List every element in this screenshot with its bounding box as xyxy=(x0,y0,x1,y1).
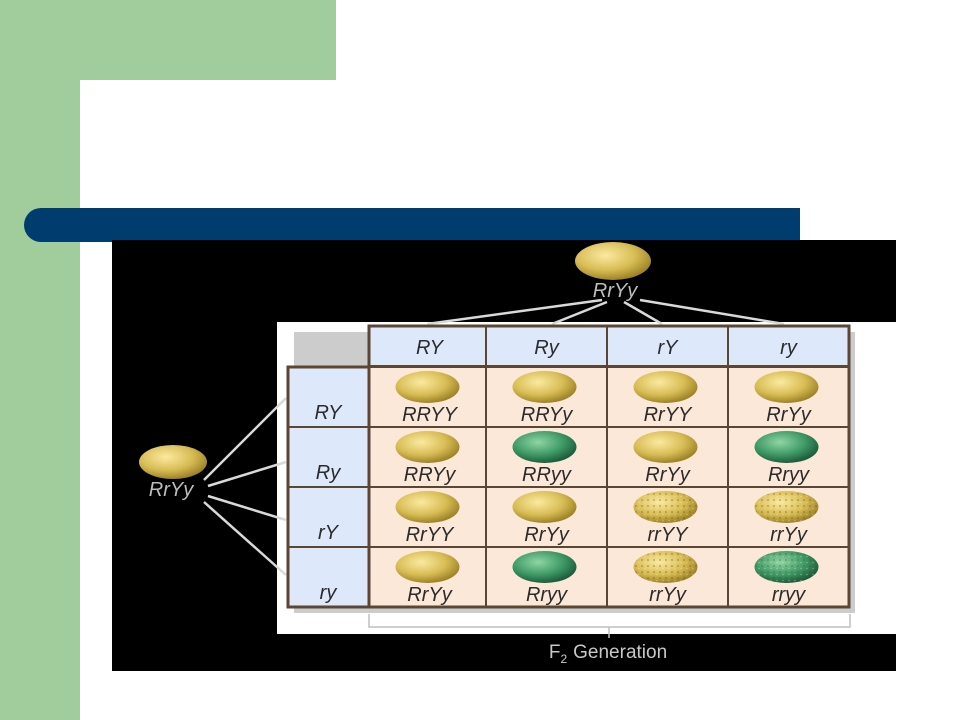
green-pea-icon xyxy=(754,431,819,463)
wrinkled-texture-icon xyxy=(754,491,819,523)
yellow-pea-icon xyxy=(395,491,460,523)
row-gamete-label: rY xyxy=(318,522,340,544)
green-pea-icon xyxy=(512,431,577,463)
wrinkled-texture-icon xyxy=(633,491,698,523)
yellow-pea-icon xyxy=(633,371,698,403)
offspring-genotype: rrYY xyxy=(648,524,690,546)
offspring-genotype: rryy xyxy=(772,584,806,606)
offspring-genotype: RRYy xyxy=(521,404,573,426)
offspring-genotype: RrYY xyxy=(406,524,455,546)
column-gamete-label: RY xyxy=(416,337,445,359)
top-green-block xyxy=(0,0,336,80)
row-gamete-label: ry xyxy=(320,582,338,604)
offspring-genotype: rrYy xyxy=(649,584,687,606)
offspring-genotype: RrYy xyxy=(407,584,452,606)
offspring-genotype: RRYY xyxy=(402,404,458,426)
green-pea-icon xyxy=(512,551,577,583)
offspring-genotype: RRYy xyxy=(404,464,456,486)
offspring-genotype: RrYy xyxy=(645,464,690,486)
row-gamete-label: RY xyxy=(314,402,343,424)
top-parent: RrYy xyxy=(575,242,651,302)
offspring-genotype: RrYy xyxy=(766,404,811,426)
side-parent-genotype: RrYy xyxy=(149,479,194,501)
generation-bracket xyxy=(368,614,851,638)
yellow-pea-icon xyxy=(754,371,819,403)
row-gamete-label: Ry xyxy=(316,462,341,484)
offspring-genotype: Rryy xyxy=(526,584,568,606)
title-bar xyxy=(24,208,800,242)
wrinkled-texture-icon xyxy=(754,551,819,583)
yellow-pea-icon xyxy=(395,431,460,463)
column-gamete-label: ry xyxy=(780,337,798,359)
side-parent: RrYy xyxy=(139,445,207,501)
connector-lines xyxy=(203,298,785,576)
yellow-pea-icon xyxy=(512,491,577,523)
caption-prefix: F xyxy=(549,642,561,663)
offspring-genotype: RrYY xyxy=(644,404,693,426)
left-green-band xyxy=(0,0,80,720)
yellow-pea-icon xyxy=(633,431,698,463)
top-parent-pea-icon xyxy=(575,242,651,280)
offspring-genotype: rrYy xyxy=(770,524,808,546)
caption-word: Generation xyxy=(573,642,667,663)
wrinkled-texture-icon xyxy=(633,551,698,583)
yellow-pea-icon xyxy=(395,371,460,403)
column-gamete-label: Ry xyxy=(534,337,559,359)
column-gamete-label: rY xyxy=(658,337,680,359)
offspring-genotype: Rryy xyxy=(768,464,810,486)
generation-caption: F2 Generation xyxy=(549,642,667,666)
yellow-pea-icon xyxy=(395,551,460,583)
caption-subscript: 2 xyxy=(560,652,567,666)
offspring-genotype: RRyy xyxy=(522,464,572,486)
top-parent-genotype: RrYy xyxy=(593,280,638,302)
row-header-border xyxy=(286,365,371,609)
offspring-genotype: RrYy xyxy=(524,524,569,546)
row-header-cell xyxy=(287,486,370,548)
yellow-pea-icon xyxy=(512,371,577,403)
side-parent-pea-icon xyxy=(139,445,207,479)
